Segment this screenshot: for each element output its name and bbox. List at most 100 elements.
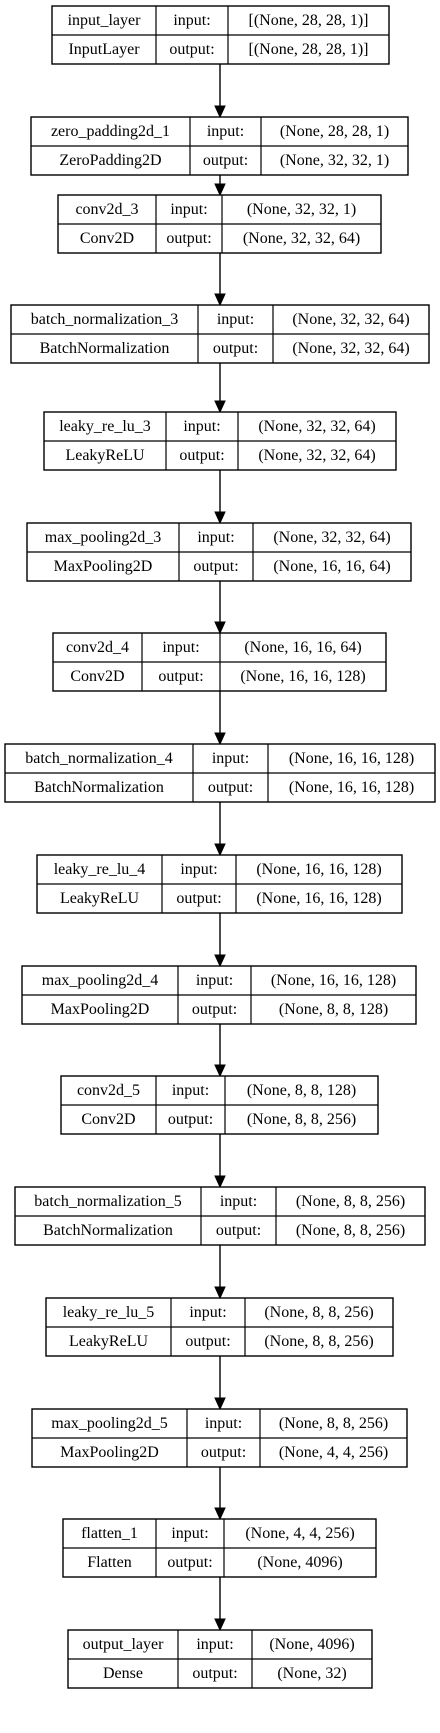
layer-name: conv2d_5 — [77, 1082, 140, 1099]
input-label: input: — [172, 1082, 209, 1099]
output-shape: (None, 8, 8, 256) — [247, 1111, 356, 1128]
arrowhead-icon — [214, 1175, 226, 1189]
output-shape: [(None, 28, 28, 1)] — [249, 41, 369, 58]
output-shape: (None, 32, 32, 64) — [292, 340, 409, 357]
output-label: output: — [192, 1001, 237, 1018]
layer-name: batch_normalization_4 — [25, 750, 173, 767]
output-label: output: — [166, 230, 211, 247]
input-shape: (None, 32, 32, 1) — [247, 201, 356, 218]
arrowhead-icon — [214, 954, 226, 968]
layer-name: output_layer — [83, 1636, 165, 1653]
layer-name: leaky_re_lu_5 — [63, 1304, 155, 1321]
layer-node: leaky_re_lu_3LeakyReLUinput:output:(None… — [43, 411, 397, 471]
layer-type: Conv2D — [80, 230, 134, 247]
output-shape: (None, 32) — [277, 1665, 346, 1682]
layer-name: leaky_re_lu_4 — [54, 861, 146, 878]
input-label: input: — [170, 201, 207, 218]
edge-arrow — [214, 175, 226, 197]
output-shape: (None, 16, 16, 128) — [256, 890, 381, 907]
layer-name: max_pooling2d_3 — [45, 529, 161, 546]
output-shape: (None, 32, 32, 64) — [243, 230, 360, 247]
layer-name: zero_padding2d_1 — [51, 123, 170, 140]
layer-type: Dense — [103, 1665, 143, 1682]
arrowhead-icon — [214, 400, 226, 414]
output-label: output: — [158, 668, 203, 685]
layer-node: max_pooling2d_5MaxPooling2Dinput:output:… — [31, 1408, 408, 1468]
edge-arrow — [214, 1356, 226, 1411]
layer-name: flatten_1 — [81, 1525, 138, 1542]
input-shape: (None, 8, 8, 128) — [247, 1082, 356, 1099]
layer-node: max_pooling2d_4MaxPooling2Dinput:output:… — [21, 965, 417, 1025]
output-shape: (None, 32, 32, 1) — [280, 152, 389, 169]
output-label: output: — [167, 1554, 212, 1571]
output-label: output: — [179, 447, 224, 464]
edge-arrow — [214, 802, 226, 857]
layer-node: input_layerInputLayerinput:output:[(None… — [51, 5, 390, 65]
layer-node: batch_normalization_4BatchNormalizationi… — [4, 743, 436, 803]
input-shape: (None, 16, 16, 64) — [244, 639, 361, 656]
arrowhead-icon — [214, 1618, 226, 1632]
input-label: input: — [183, 418, 220, 435]
layer-name: max_pooling2d_4 — [42, 972, 158, 989]
output-shape: (None, 16, 16, 64) — [273, 558, 390, 575]
input-shape: (None, 32, 32, 64) — [273, 529, 390, 546]
arrowhead-icon — [214, 105, 226, 119]
layer-name: input_layer — [68, 12, 142, 29]
layer-node: max_pooling2d_3MaxPooling2Dinput:output:… — [26, 522, 412, 582]
output-label: output: — [185, 1333, 230, 1350]
output-label: output: — [192, 1665, 237, 1682]
arrowhead-icon — [214, 621, 226, 635]
arrowhead-icon — [214, 1064, 226, 1078]
input-label: input: — [197, 529, 234, 546]
layer-type: BatchNormalization — [40, 340, 170, 357]
input-label: input: — [212, 750, 249, 767]
layer-name: batch_normalization_5 — [34, 1193, 182, 1210]
output-label: output: — [203, 152, 248, 169]
arrowhead-icon — [214, 1286, 226, 1300]
output-label: output: — [208, 779, 253, 796]
output-shape: (None, 16, 16, 128) — [240, 668, 365, 685]
layer-name: conv2d_4 — [66, 639, 129, 656]
arrowhead-icon — [214, 1397, 226, 1411]
layer-type: ZeroPadding2D — [59, 152, 161, 169]
input-shape: (None, 16, 16, 128) — [256, 861, 381, 878]
input-label: input: — [180, 861, 217, 878]
edge-arrow — [214, 1024, 226, 1078]
output-label: output: — [169, 41, 214, 58]
arrowhead-icon — [214, 511, 226, 525]
layer-type: LeakyReLU — [60, 890, 140, 907]
input-shape: (None, 8, 8, 256) — [296, 1193, 405, 1210]
input-label: input: — [171, 1525, 208, 1542]
output-shape: (None, 8, 8, 256) — [296, 1222, 405, 1239]
layer-type: MaxPooling2D — [60, 1444, 159, 1461]
layer-type: Conv2D — [70, 668, 124, 685]
arrowhead-icon — [214, 293, 226, 307]
input-label: input: — [205, 1415, 242, 1432]
layer-node: batch_normalization_3BatchNormalizationi… — [10, 304, 430, 364]
edge-arrow — [214, 581, 226, 635]
layer-type: LeakyReLU — [65, 447, 145, 464]
output-shape: (None, 8, 8, 128) — [279, 1001, 388, 1018]
edge-arrow — [214, 1577, 226, 1632]
input-label: input: — [189, 1304, 226, 1321]
input-label: input: — [196, 1636, 233, 1653]
input-shape: (None, 16, 16, 128) — [271, 972, 396, 989]
output-label: output: — [176, 890, 221, 907]
layer-type: MaxPooling2D — [54, 558, 153, 575]
input-shape: [(None, 28, 28, 1)] — [249, 12, 369, 29]
edge-arrow — [214, 253, 226, 307]
arrowhead-icon — [214, 1507, 226, 1521]
output-shape: (None, 32, 32, 64) — [258, 447, 375, 464]
output-shape: (None, 16, 16, 128) — [289, 779, 414, 796]
input-shape: (None, 16, 16, 128) — [289, 750, 414, 767]
input-shape: (None, 8, 8, 256) — [264, 1304, 373, 1321]
input-shape: (None, 4096) — [269, 1636, 354, 1653]
edge-arrow — [214, 363, 226, 414]
output-label: output: — [168, 1111, 213, 1128]
layer-type: LeakyReLU — [69, 1333, 149, 1350]
